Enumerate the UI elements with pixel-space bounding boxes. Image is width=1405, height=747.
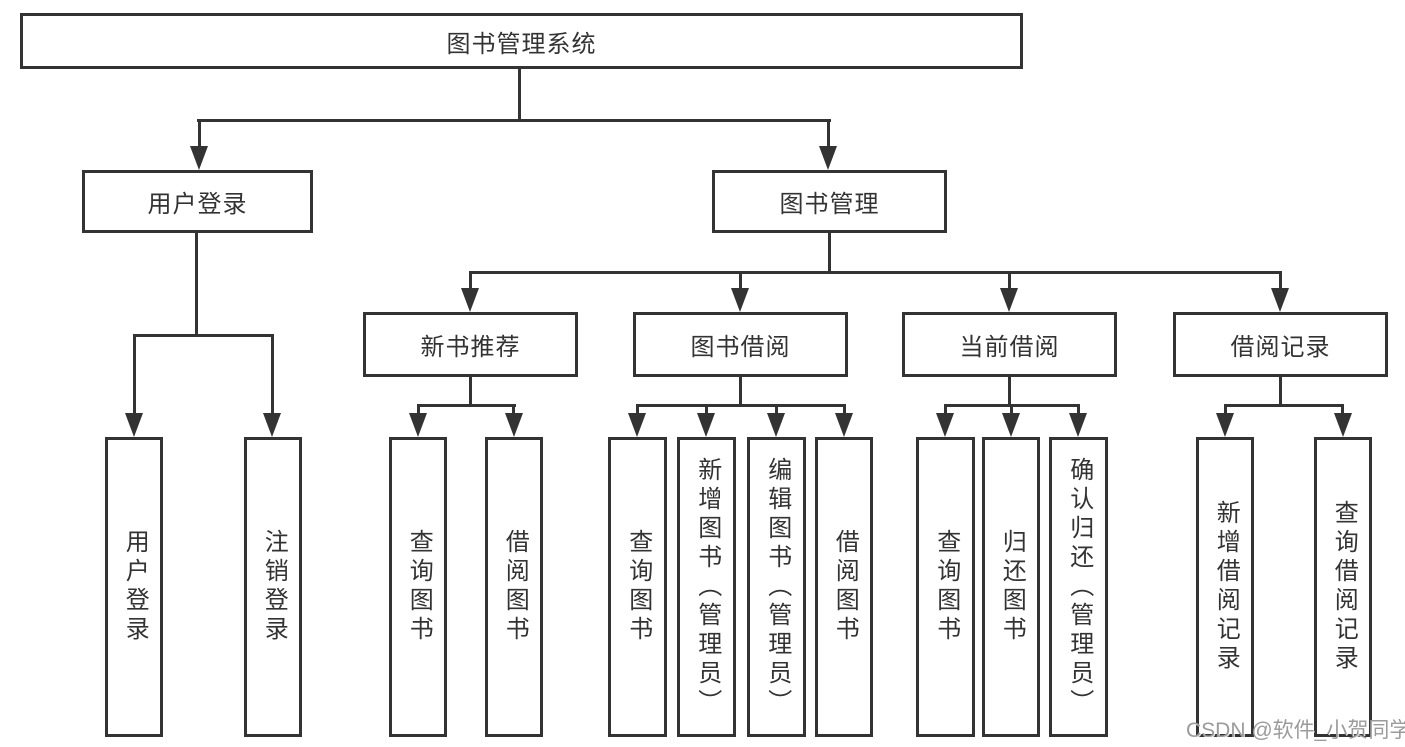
arrowhead-g4-c1 xyxy=(1216,413,1234,437)
arrowhead-new-book-recommend xyxy=(461,288,479,312)
leaf-query-books-borrow-label: 查询图书 xyxy=(624,529,652,645)
connector-g4-drop xyxy=(1279,375,1282,406)
arrowhead-leaf-user-login xyxy=(125,413,143,437)
connector-g4-rail xyxy=(1224,404,1344,407)
arrowhead-g2-c2 xyxy=(697,413,715,437)
connector-g2-rail xyxy=(636,404,845,407)
leaf-borrow-books-label: 借阅图书 xyxy=(831,529,859,645)
connector-g3-drop xyxy=(1008,375,1011,406)
connector-to-user-login xyxy=(198,119,201,147)
arrowhead-g1-c1 xyxy=(409,413,427,437)
leaf-borrow-books-recommend: 借阅图书 xyxy=(485,437,543,737)
arrowhead-book-borrow xyxy=(731,288,749,312)
arrowhead-user-login xyxy=(190,146,208,170)
connector-g2-c2 xyxy=(705,404,708,415)
connector-g3-c1 xyxy=(944,404,947,415)
leaf-add-borrow-record: 新增借阅记录 xyxy=(1196,437,1254,737)
leaf-query-books-current-label: 查询图书 xyxy=(932,529,960,645)
node-user-login-label: 用户登录 xyxy=(147,191,248,218)
node-root-label: 图书管理系统 xyxy=(446,30,597,58)
connector-to-current-borrow xyxy=(1008,271,1011,291)
node-book-management-label: 图书管理 xyxy=(779,191,880,218)
arrowhead-g2-c4 xyxy=(835,413,853,437)
connector-g4-c1 xyxy=(1224,404,1227,415)
connector-to-leaf-logout xyxy=(271,334,274,416)
node-book-borrow: 图书借阅 xyxy=(633,312,848,377)
leaf-borrow-books-recommend-label: 借阅图书 xyxy=(501,529,529,645)
node-borrow-records-label: 借阅记录 xyxy=(1230,334,1331,361)
leaf-query-books-recommend: 查询图书 xyxy=(389,437,447,737)
leaf-return-book-label: 归还图书 xyxy=(998,529,1026,645)
connector-mgmt-rail xyxy=(469,271,1281,274)
connector-level2-rail xyxy=(197,119,831,122)
connector-to-borrow-records xyxy=(1279,271,1282,291)
leaf-add-book-admin: 新增图书（管理员） xyxy=(677,437,736,737)
leaf-return-book: 归还图书 xyxy=(982,437,1040,737)
leaf-edit-book-admin-label: 编辑图书（管理员） xyxy=(763,456,791,718)
leaf-query-borrow-record-label: 查询借阅记录 xyxy=(1330,500,1358,674)
leaf-user-login: 用户登录 xyxy=(105,437,163,737)
connector-g4-c2 xyxy=(1341,404,1344,415)
connector-to-book-borrow xyxy=(739,271,742,291)
connector-mgmt-drop xyxy=(828,231,831,273)
csdn-watermark: CSDN @软件_小贺同学 xyxy=(1186,719,1405,742)
connector-g2-drop xyxy=(739,375,742,406)
leaf-add-borrow-record-label: 新增借阅记录 xyxy=(1212,500,1240,674)
connector-g1-c2 xyxy=(512,404,515,415)
connector-g3-c3 xyxy=(1077,404,1080,415)
node-new-book-recommend: 新书推荐 xyxy=(363,312,578,377)
leaf-edit-book-admin: 编辑图书（管理员） xyxy=(747,437,806,737)
connector-g2-c4 xyxy=(843,404,846,415)
leaf-query-books-current: 查询图书 xyxy=(916,437,975,737)
arrowhead-g2-c3 xyxy=(767,413,785,437)
connector-root-drop xyxy=(518,66,521,122)
connector-g1-rail xyxy=(417,404,516,407)
leaf-confirm-return-admin-label: 确认归还（管理员） xyxy=(1065,456,1093,718)
arrowhead-g1-c2 xyxy=(505,413,523,437)
leaf-borrow-books: 借阅图书 xyxy=(815,437,873,737)
node-book-borrow-label: 图书借阅 xyxy=(690,334,791,361)
arrowhead-g3-c2 xyxy=(1002,413,1020,437)
arrowhead-g3-c3 xyxy=(1069,413,1087,437)
leaf-logout: 注销登录 xyxy=(244,437,302,737)
connector-to-book-management xyxy=(827,119,830,147)
arrowhead-leaf-logout xyxy=(263,413,281,437)
arrowhead-g3-c1 xyxy=(936,413,954,437)
node-borrow-records: 借阅记录 xyxy=(1173,312,1388,377)
arrowhead-borrow-records xyxy=(1271,288,1289,312)
leaf-user-login-label: 用户登录 xyxy=(121,529,149,645)
node-current-borrow: 当前借阅 xyxy=(902,312,1117,377)
leaf-logout-label: 注销登录 xyxy=(260,529,288,645)
node-root: 图书管理系统 xyxy=(20,13,1023,69)
node-new-book-recommend-label: 新书推荐 xyxy=(420,334,521,361)
arrowhead-g2-c1 xyxy=(628,413,646,437)
node-user-login: 用户登录 xyxy=(82,170,313,233)
arrowhead-g4-c2 xyxy=(1334,413,1352,437)
connector-g1-c1 xyxy=(417,404,420,415)
connector-g1-drop xyxy=(469,375,472,406)
connector-g2-c3 xyxy=(775,404,778,415)
connector-to-leaf-user-login xyxy=(133,334,136,416)
connector-login-rail xyxy=(133,334,274,337)
leaf-query-books-borrow: 查询图书 xyxy=(608,437,667,737)
connector-login-drop xyxy=(195,231,198,336)
leaf-add-book-admin-label: 新增图书（管理员） xyxy=(693,456,721,718)
arrowhead-book-management xyxy=(819,146,837,170)
leaf-query-borrow-record: 查询借阅记录 xyxy=(1314,437,1372,737)
arrowhead-current-borrow xyxy=(1000,288,1018,312)
node-current-borrow-label: 当前借阅 xyxy=(959,334,1060,361)
connector-g2-c1 xyxy=(636,404,639,415)
node-book-management: 图书管理 xyxy=(712,170,947,233)
connector-g3-c2 xyxy=(1010,404,1013,415)
leaf-query-books-recommend-label: 查询图书 xyxy=(405,529,433,645)
leaf-confirm-return-admin: 确认归还（管理员） xyxy=(1049,437,1108,737)
connector-to-new-book-recommend xyxy=(469,271,472,291)
